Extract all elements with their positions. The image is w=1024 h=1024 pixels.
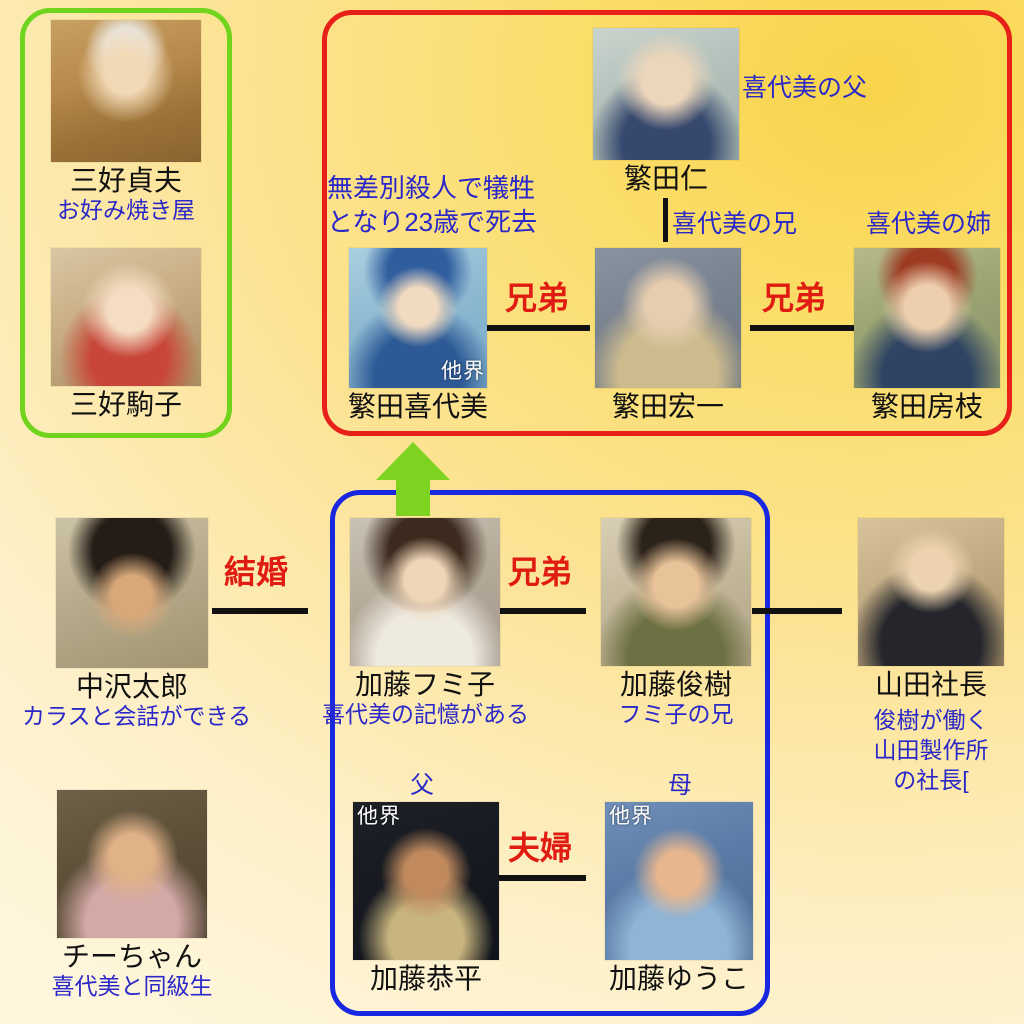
person-desc-chi: 喜代美と同級生 [51,973,213,1000]
group-box-kato [330,490,770,1016]
connector-kiyomi-koichi [480,325,590,331]
photo-yamada [858,518,1004,666]
annotation-kiyomi-brother: 喜代美の兄 [672,210,798,238]
annotation-death-note-line2: となり23歳で死去 [327,207,538,237]
person-desc-toshiki: フミ子の兄 [618,701,734,728]
relation-label-koichi-fusae: 兄弟 [762,280,827,316]
person-name-koichi: 繁田宏一 [611,391,724,422]
relation-label-kiyomi-koichi: 兄弟 [505,280,570,316]
annotation-death-note-line1: 無差別殺人で犠牲 [327,173,536,203]
person-desc-sadao: お好み焼き屋 [57,197,195,224]
person-name-jin: 繁田仁 [623,163,708,194]
connector-fumiko-toshiki [498,608,586,614]
person-card-yamada[interactable]: 山田社長 俊樹が働く 山田製作所 の社長[ [856,518,1006,796]
photo-taro [56,518,208,668]
person-card-koichi[interactable]: 繁田宏一 [592,248,744,422]
status-tag-kyohei: 他界 [357,805,401,828]
annotation-kiyomi-sister: 喜代美の姉 [866,210,992,238]
photo-kiyomi: 他界 [349,248,487,388]
connector-kyohei-yuko [498,875,586,881]
photo-kyohei: 他界 [353,802,499,960]
person-card-taro[interactable]: 中沢太郎 カラスと会話ができる [22,518,251,729]
person-name-kyohei: 加藤恭平 [369,963,482,994]
annotation-father-label: 父 [410,772,434,799]
person-card-sadao[interactable]: 三好貞夫 お好み焼き屋 [44,20,208,223]
photo-fumiko [350,518,500,666]
person-name-komako: 三好駒子 [69,389,182,420]
person-card-toshiki[interactable]: 加藤俊樹 フミ子の兄 [596,518,756,727]
photo-komako [51,248,201,386]
person-card-fusae[interactable]: 繁田房枝 [850,248,1004,422]
group-box-miyoshi [20,8,232,438]
relation-label-fumiko-toshiki: 兄弟 [508,554,573,590]
person-name-yuko: 加藤ゆうこ [608,963,749,994]
photo-fusae [854,248,1000,388]
green-up-arrow-icon [376,442,450,516]
person-name-fusae: 繁田房枝 [870,391,983,422]
relation-label-taro-fumiko: 結婚 [224,554,289,590]
relation-label-kyohei-yuko: 夫婦 [508,830,573,866]
annotation-kiyomi-father: 喜代美の父 [742,74,868,102]
connector-taro-fumiko [212,608,308,614]
person-name-toshiki: 加藤俊樹 [619,669,732,700]
person-name-chi: チーちゃん [61,941,202,972]
photo-yuko: 他界 [605,802,753,960]
photo-jin [593,28,739,160]
person-card-yuko[interactable]: 他界 加藤ゆうこ [600,802,758,994]
person-card-fumiko[interactable]: 加藤フミ子 喜代美の記憶がある [322,518,529,727]
connector-jin-koichi [663,198,668,242]
person-card-chi[interactable]: チーちゃん 喜代美と同級生 [44,790,220,999]
person-desc-taro: カラスと会話ができる [22,703,252,730]
person-name-sadao: 三好貞夫 [69,165,182,196]
person-desc-yamada: 俊樹が働く 山田製作所 の社長[ [873,707,989,794]
person-card-jin[interactable]: 繁田仁 [588,28,744,194]
photo-koichi [595,248,741,388]
connector-toshiki-yamada [752,608,842,614]
person-name-taro: 中沢太郎 [75,671,188,702]
person-card-kyohei[interactable]: 他界 加藤恭平 [348,802,504,994]
group-box-shigeta [322,10,1012,436]
status-tag-kiyomi: 他界 [441,360,485,383]
person-card-komako[interactable]: 三好駒子 [44,248,208,420]
person-card-kiyomi[interactable]: 他界 繁田喜代美 [342,248,494,422]
photo-toshiki [601,518,751,666]
person-name-yamada: 山田社長 [874,669,987,700]
photo-chi [57,790,207,938]
status-tag-yuko: 他界 [609,805,653,828]
person-name-kiyomi: 繁田喜代美 [347,391,488,422]
photo-sadao [51,20,201,162]
person-desc-fumiko: 喜代美の記憶がある [322,701,529,728]
annotation-mother-label: 母 [668,772,692,799]
connector-koichi-fusae [750,325,860,331]
person-name-fumiko: 加藤フミ子 [354,669,495,700]
